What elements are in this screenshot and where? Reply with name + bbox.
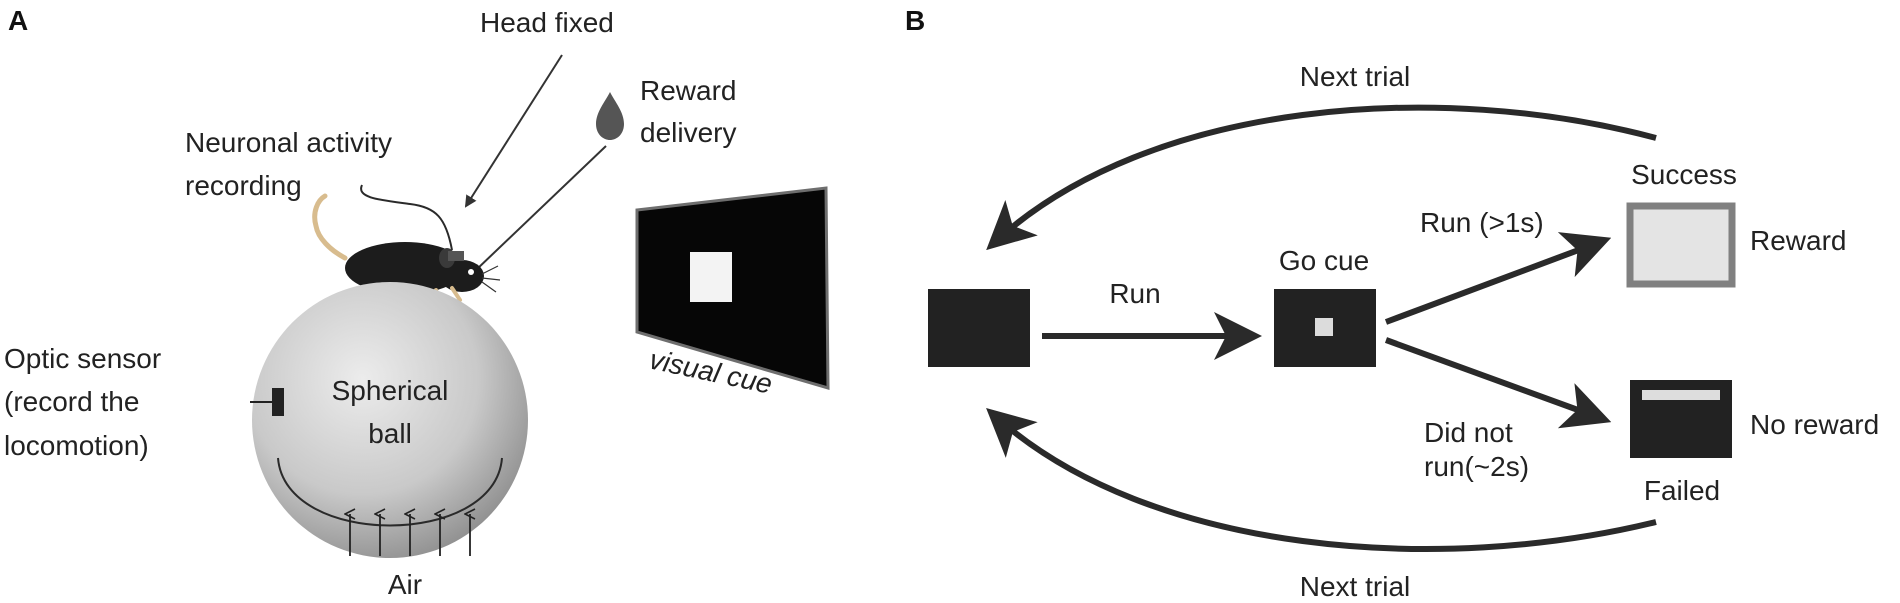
next-trial-top-arrow — [986, 104, 1657, 251]
run-label: Run — [1109, 278, 1160, 309]
optic-label-line3: locomotion) — [4, 430, 149, 461]
reward-label-line2: delivery — [640, 117, 736, 148]
success-branch-arrow — [1384, 232, 1612, 325]
go-cue-label: Go cue — [1279, 245, 1369, 276]
air-arrows — [350, 514, 470, 556]
next-trial-bottom-label: Next trial — [1300, 571, 1410, 602]
reward-label-line1: Reward — [640, 75, 736, 106]
visual-cue-stimulus — [690, 252, 732, 302]
mouse-icon — [312, 193, 501, 308]
no-reward-label: No reward — [1750, 409, 1879, 440]
fail-branch-arrow — [1384, 337, 1612, 429]
head-fixed-arrow — [464, 54, 563, 208]
visual-cue-screen — [635, 186, 830, 391]
go-cue-stimulus — [1315, 318, 1333, 336]
air-label: Air — [388, 569, 422, 600]
reward-drop-icon — [596, 92, 624, 140]
reward-tube-line — [475, 145, 607, 271]
recording-cable — [360, 184, 453, 251]
panel-a-letter: A — [8, 5, 28, 36]
panel-b-letter: B — [905, 5, 925, 36]
air-cup — [277, 457, 503, 527]
did-not-label-line2: run(~2s) — [1424, 451, 1529, 482]
reward-outcome-label: Reward — [1750, 225, 1846, 256]
success-label: Success — [1631, 159, 1737, 190]
next-trial-bottom-arrow — [986, 407, 1657, 552]
start-box — [928, 289, 1030, 367]
failed-label: Failed — [1644, 475, 1720, 506]
optic-sensor-icon — [272, 388, 284, 416]
success-box — [1626, 202, 1736, 288]
neuronal-label-line1: Neuronal activity — [185, 127, 392, 158]
spherical-ball — [252, 282, 528, 558]
run-long-label: Run (>1s) — [1420, 207, 1544, 238]
head-fixed-label: Head fixed — [480, 7, 614, 38]
failed-box-bar — [1642, 390, 1720, 400]
next-trial-top-label: Next trial — [1300, 61, 1410, 92]
optic-label-line2: (record the — [4, 386, 139, 417]
neuronal-label-line2: recording — [185, 170, 302, 201]
ball-label-line1: Spherical — [332, 375, 449, 406]
ball-label-line2: ball — [368, 418, 412, 449]
optic-label-line1: Optic sensor — [4, 343, 161, 374]
did-not-label-line1: Did not — [1424, 417, 1513, 448]
